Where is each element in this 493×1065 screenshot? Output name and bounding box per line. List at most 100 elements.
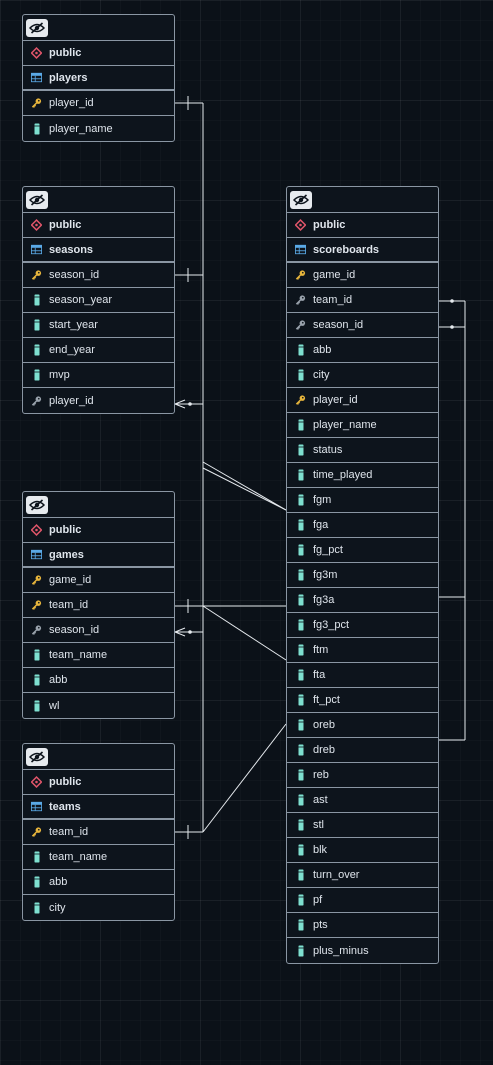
column-season_id-label: season_id [49,269,100,281]
primary-key-icon [295,270,306,281]
column-team_id[interactable]: team_id [23,820,174,845]
column-icon [295,419,306,431]
column-fg3m[interactable]: fg3m [287,563,438,588]
column-icon [31,851,42,863]
column-season_id[interactable]: season_id [287,313,438,338]
column-abb-label: abb [49,876,68,888]
column-abb[interactable]: abb [287,338,438,363]
column-plus_minus-label: plus_minus [313,944,369,957]
table-name[interactable]: teams [23,795,174,820]
table-name-label: seasons [49,243,94,256]
column-start_year[interactable]: start_year [23,313,174,338]
column-end_year[interactable]: end_year [23,338,174,363]
hide-eye-icon[interactable] [26,190,48,209]
column-ft_pct[interactable]: ft_pct [287,688,438,713]
table-name[interactable]: games [23,543,174,568]
column-season_id[interactable]: season_id [23,618,174,643]
table-name[interactable]: seasons [23,238,174,263]
column-turn_over[interactable]: turn_over [287,863,438,888]
hide-eye-icon[interactable] [290,190,312,209]
table-icon [31,549,42,560]
column-mvp[interactable]: mvp [23,363,174,388]
column-fgm[interactable]: fgm [287,488,438,513]
column-team_name[interactable]: team_name [23,845,174,870]
column-oreb[interactable]: oreb [287,713,438,738]
column-pf[interactable]: pf [287,888,438,913]
column-plus_minus[interactable]: plus_minus [287,938,438,963]
column-season_year[interactable]: season_year [23,288,174,313]
column-season_id[interactable]: season_id [23,263,174,288]
table-name[interactable]: players [23,66,174,91]
column-fg_pct-label: fg_pct [313,544,343,556]
column-fta[interactable]: fta [287,663,438,688]
column-ast-label: ast [313,794,328,806]
schema-name-label: public [49,47,82,59]
schema-name[interactable]: public [23,213,174,238]
crow-foot [174,631,186,637]
junction-dot [450,325,454,329]
hide-eye-icon[interactable] [26,495,48,514]
column-player_id-label: player_id [313,394,358,406]
column-team_name-label: team_name [49,851,108,863]
column-team_id[interactable]: team_id [23,593,174,618]
column-fg3a[interactable]: fg3a [287,588,438,613]
column-player_id[interactable]: player_id [287,388,438,413]
column-city[interactable]: city [287,363,438,388]
column-pf-label: pf [313,894,323,906]
column-wl[interactable]: wl [23,693,174,718]
column-fga[interactable]: fga [287,513,438,538]
column-blk[interactable]: blk [287,838,438,863]
column-time_played[interactable]: time_played [287,463,438,488]
column-icon [31,294,42,306]
column-fg3_pct[interactable]: fg3_pct [287,613,438,638]
junction-dot [450,299,454,303]
junction-dot [188,630,192,634]
column-fg3a-label: fg3a [313,594,335,606]
column-pts-label: pts [313,919,328,931]
schema-name[interactable]: public [287,213,438,238]
column-game_id[interactable]: game_id [23,568,174,593]
column-player_name[interactable]: player_name [23,116,174,141]
table-header [23,15,174,41]
relation-line [202,461,287,511]
schema-name[interactable]: public [23,518,174,543]
column-season_id-label: season_id [49,624,100,636]
column-team_id[interactable]: team_id [287,288,438,313]
schema-name[interactable]: public [23,41,174,66]
column-pts[interactable]: pts [287,913,438,938]
column-turn_over-label: turn_over [313,869,360,881]
column-player_id[interactable]: player_id [23,91,174,116]
table-name-label: games [49,548,84,561]
column-dreb[interactable]: dreb [287,738,438,763]
column-stl[interactable]: stl [287,813,438,838]
column-ftm[interactable]: ftm [287,638,438,663]
schema-icon [31,47,42,59]
schema-name[interactable]: public [23,770,174,795]
column-player_id[interactable]: player_id [23,388,174,413]
column-fg_pct[interactable]: fg_pct [287,538,438,563]
table-name[interactable]: scoreboards [287,238,438,263]
column-team_name[interactable]: team_name [23,643,174,668]
column-reb[interactable]: reb [287,763,438,788]
hide-eye-icon[interactable] [26,18,48,37]
schema-icon [31,219,42,231]
column-city[interactable]: city [23,895,174,920]
column-abb[interactable]: abb [23,668,174,693]
column-ast[interactable]: ast [287,788,438,813]
column-game_id[interactable]: game_id [287,263,438,288]
column-player_name[interactable]: player_name [287,413,438,438]
column-oreb-label: oreb [313,719,336,731]
column-ft_pct-label: ft_pct [313,694,340,706]
column-icon [295,744,306,756]
column-abb[interactable]: abb [23,870,174,895]
table-header [23,187,174,213]
column-icon [31,700,42,711]
column-fg3m-label: fg3m [313,569,338,581]
column-status[interactable]: status [287,438,438,463]
hide-eye-icon[interactable] [26,747,48,766]
